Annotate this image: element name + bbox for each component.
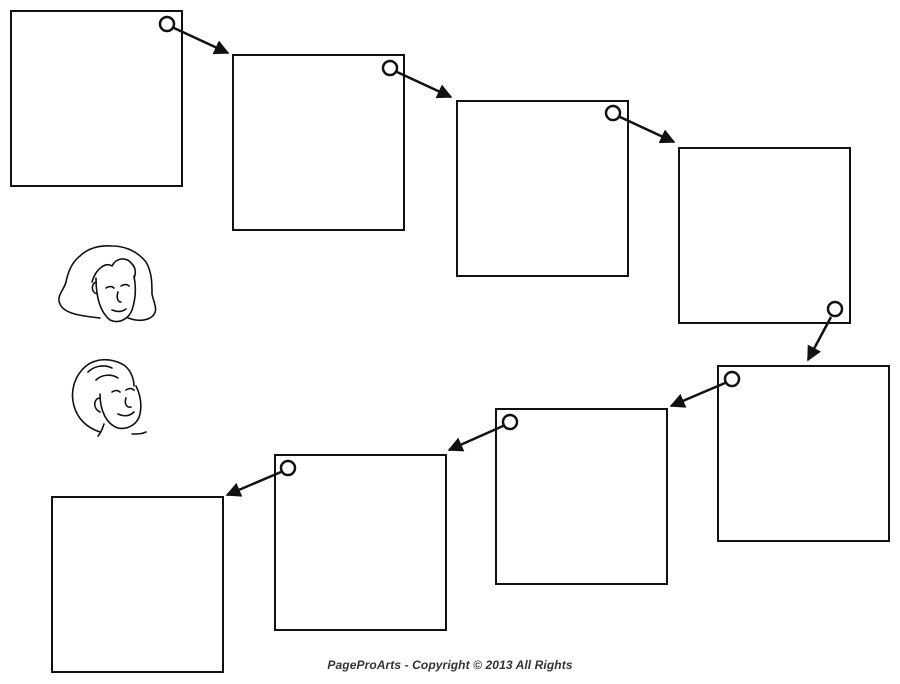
- connector-5-to-6: [671, 372, 739, 406]
- storyboard-panel-1: [11, 11, 182, 186]
- boy-face-icon: [73, 360, 147, 436]
- connector-ring-icon: [281, 461, 295, 475]
- connector-ring-icon: [383, 61, 397, 75]
- connector-ring-icon: [606, 106, 620, 120]
- storyboard-panel-3: [457, 101, 628, 276]
- storyboard-panel-8: [52, 497, 223, 672]
- connector-6-to-7: [449, 415, 517, 450]
- storyboard-panel-6: [496, 409, 667, 584]
- storyboard-panel-7: [275, 455, 446, 630]
- connector-ring-icon: [160, 17, 174, 31]
- storyboard-connectors: [160, 17, 842, 495]
- storyboard-panel-4: [679, 148, 850, 323]
- connector-3-to-4: [606, 106, 674, 142]
- storyboard-panel-2: [233, 55, 404, 230]
- girl-face-icon: [59, 246, 156, 322]
- connector-1-to-2: [160, 17, 228, 53]
- connector-2-to-3: [383, 61, 451, 97]
- connector-ring-icon: [828, 302, 842, 316]
- connector-ring-icon: [503, 415, 517, 429]
- storyboard-panel-5: [718, 366, 889, 541]
- copyright-footer: PageProArts - Copyright © 2013 All Right…: [0, 658, 900, 672]
- connector-ring-icon: [725, 372, 739, 386]
- storyboard-panels: [11, 11, 889, 672]
- connector-4-to-5: [808, 302, 842, 360]
- connector-7-to-8: [227, 461, 295, 495]
- copyright-text: PageProArts - Copyright © 2013 All Right…: [327, 658, 572, 672]
